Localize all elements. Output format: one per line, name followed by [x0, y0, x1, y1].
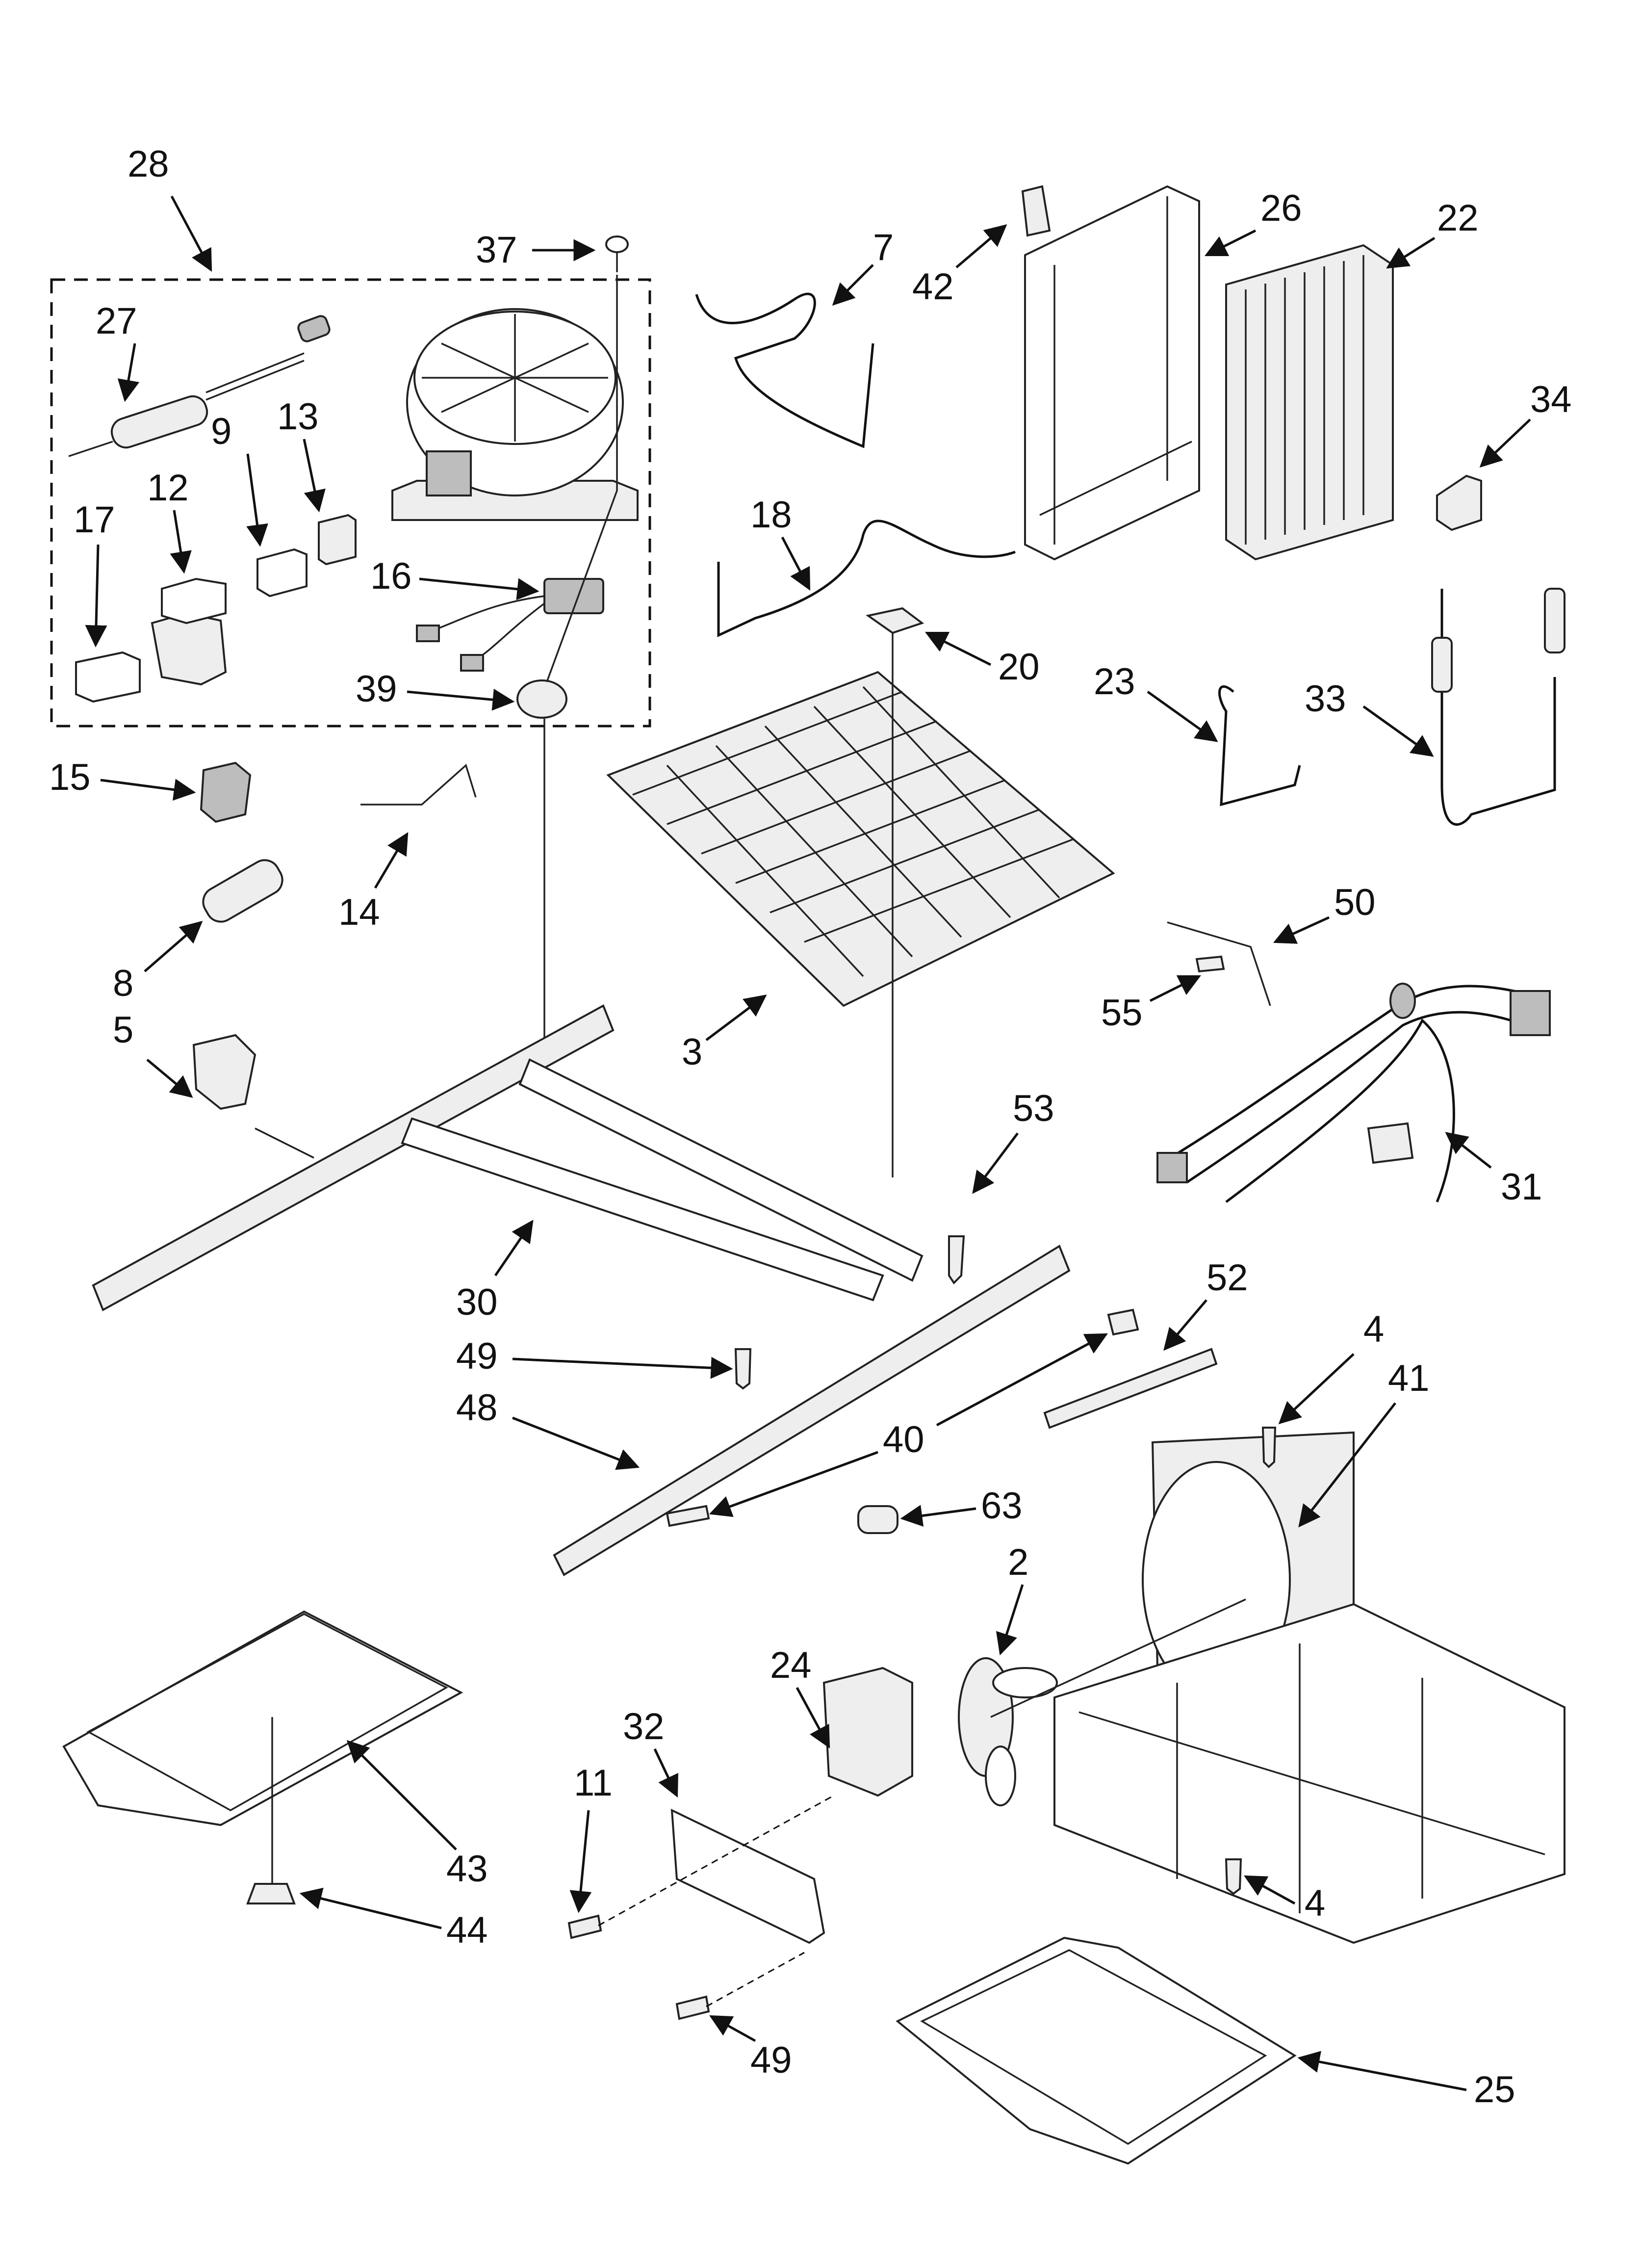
callout-28: 28: [128, 143, 169, 185]
callout-53: 53: [1013, 1088, 1054, 1129]
screw-part-4a: [1261, 1427, 1277, 1468]
callout-17: 17: [74, 499, 115, 541]
callout-3: 3: [682, 1031, 702, 1073]
tube-part-18: [717, 520, 1016, 637]
part-63: [857, 1505, 898, 1534]
cover-part-43-top: [86, 1613, 448, 1812]
compressor-kit-box: [50, 278, 651, 728]
callout-30: 30: [456, 1281, 498, 1323]
rail-part-30: [92, 1004, 924, 1311]
callout-43: 43: [446, 1848, 488, 1890]
callout-34: 34: [1530, 379, 1572, 420]
dashed-line-fan: [598, 1795, 834, 1927]
screw-part-49a: [734, 1348, 752, 1390]
evaporator-part-3: [606, 633, 1115, 1177]
clip-part-42: [1021, 185, 1051, 237]
tube-part-7: [695, 292, 874, 448]
relay-parts: [75, 514, 604, 703]
callout-31: 31: [1501, 1166, 1542, 1208]
bracket-part-32: [670, 1808, 825, 1944]
callout-18: 18: [750, 494, 792, 536]
callout-42: 42: [912, 266, 954, 308]
callout-33: 33: [1305, 678, 1346, 720]
callout-25: 25: [1474, 2069, 1515, 2111]
callout-49-upper: 49: [456, 1335, 498, 1377]
screw-part-40b: [1107, 1308, 1139, 1336]
callout-11: 11: [574, 1762, 613, 1804]
callout-39: 39: [356, 668, 397, 710]
callout-48: 48: [456, 1387, 498, 1429]
screw-part-53: [948, 1235, 965, 1285]
wire-harness-part-31: [1156, 983, 1551, 1203]
callout-40: 40: [883, 1419, 924, 1460]
callout-15: 15: [49, 756, 91, 798]
clip-part-20: [866, 607, 924, 634]
part-14: [360, 763, 477, 806]
screw-part-11: [567, 1914, 602, 1939]
callout-16: 16: [370, 555, 412, 597]
callout-24: 24: [770, 1644, 812, 1686]
callout-52: 52: [1206, 1257, 1248, 1299]
callout-63: 63: [981, 1485, 1023, 1527]
callout-20: 20: [998, 646, 1040, 688]
callout-4-lower: 4: [1305, 1882, 1325, 1924]
part-8: [202, 859, 283, 923]
compressor: [391, 308, 639, 521]
hook-part-23: [1218, 685, 1301, 807]
callout-22: 22: [1437, 197, 1479, 239]
grommet-and-screw: [516, 235, 629, 1065]
screw-part-40: [666, 1505, 710, 1527]
callout-27: 27: [96, 300, 137, 342]
screw-part-4b: [1225, 1858, 1242, 1895]
callout-26: 26: [1260, 187, 1302, 229]
callout-55: 55: [1101, 992, 1143, 1034]
condenser-part-22: [1225, 244, 1394, 561]
drain-pan-part-25: [896, 1936, 1297, 2165]
part-5: [192, 1034, 257, 1110]
fan-blade-part-2: [958, 1598, 1246, 1806]
fan-shroud-part-41: [1053, 1431, 1565, 1944]
shroud-part-26: [1024, 185, 1200, 561]
strap-part-52: [1043, 1348, 1218, 1429]
callout-12: 12: [147, 467, 189, 509]
callout-32: 32: [623, 1706, 665, 1747]
callout-7: 7: [873, 227, 894, 268]
callout-41: 41: [1388, 1357, 1430, 1399]
bracket-part-34: [1436, 474, 1482, 531]
callout-2: 2: [1008, 1541, 1028, 1583]
part-50: [1167, 921, 1271, 1006]
callout-4-upper: 4: [1363, 1308, 1384, 1350]
callout-44: 44: [446, 1909, 488, 1951]
motor-part-24: [822, 1667, 913, 1797]
callout-14: 14: [338, 891, 380, 933]
callout-50: 50: [1334, 882, 1376, 923]
callout-23: 23: [1094, 661, 1135, 703]
part-15: [200, 761, 252, 823]
callout-8: 8: [113, 963, 133, 1004]
dashed-line-base: [706, 1952, 805, 2007]
screw-part-49b: [675, 1995, 710, 2020]
callout-5: 5: [113, 1009, 133, 1051]
callout-13: 13: [277, 396, 319, 438]
callout-49-lower: 49: [750, 2039, 792, 2081]
screw-part-55: [1195, 955, 1225, 973]
callout-37: 37: [476, 229, 517, 271]
foot-part-44: [246, 1883, 296, 1904]
callout-9: 9: [211, 411, 231, 452]
tube-part-33: [1431, 588, 1565, 826]
drier-part-27: [68, 315, 331, 457]
crossbar-part-48: [553, 1245, 1071, 1576]
cover-part-43: [62, 1610, 463, 1826]
